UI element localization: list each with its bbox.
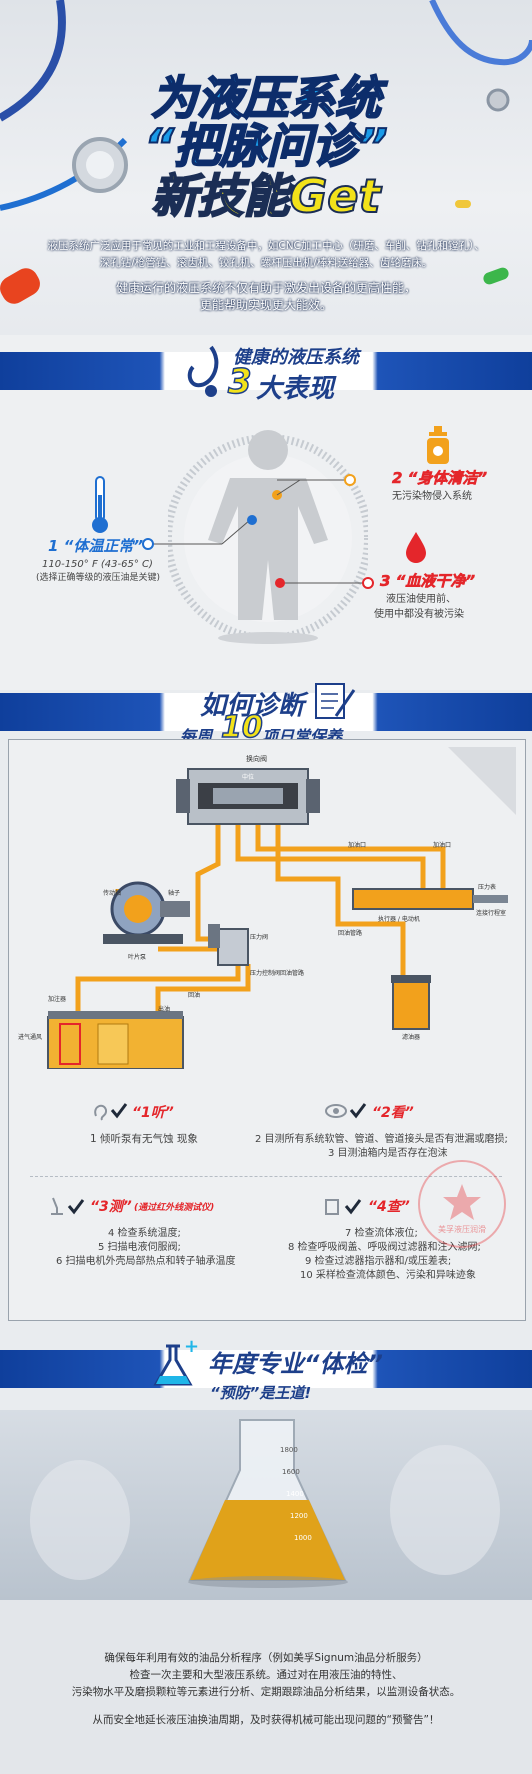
stethoscope-icon bbox=[187, 345, 219, 397]
flask-icon: + bbox=[153, 1338, 199, 1386]
thermometer-icon bbox=[92, 476, 108, 533]
flask-mark-4: 1000 bbox=[294, 1534, 312, 1542]
stethoscope-illustration bbox=[0, 0, 532, 304]
section1-title-line1: 健康的液压系统 bbox=[233, 347, 359, 368]
check2-label: “2看” bbox=[372, 1105, 414, 1121]
label-oil-in2: 加油口 bbox=[433, 841, 451, 849]
section3-body3: 污染物水平及磨损颗粒等元素进行分析、定期跟踪油品分析结果，以监测设备状态。 bbox=[71, 1686, 461, 1698]
section3-text-panel bbox=[0, 1600, 532, 1774]
flask-mark-3: 1200 bbox=[290, 1512, 308, 1520]
ear-check-icon bbox=[94, 1103, 128, 1121]
check4-desc3: 9 检查过滤器指示器和/或压差表; bbox=[305, 1256, 452, 1267]
eye-check-icon bbox=[325, 1103, 367, 1119]
section1-banner bbox=[0, 352, 532, 390]
label-neutral: 中位 bbox=[242, 773, 254, 781]
section3-body1: 确保每年利用有效的油品分析程序（例如美孚Signum油品分析服务） bbox=[104, 1652, 428, 1664]
hero-title-line3: 新技能Get bbox=[151, 168, 382, 224]
section3-title-line1: 年度专业“体检” bbox=[208, 1350, 383, 1378]
flask-illustration bbox=[30, 1419, 500, 1588]
stamp-text: 美孚液压润滑 bbox=[438, 1225, 486, 1234]
label-cylinder: 执行器 / 电动机 bbox=[378, 915, 420, 923]
label-pressure-valve: 压力阀 bbox=[250, 933, 268, 941]
section3-body2: 检查一次主要和大型液压系统。通过对在用液压油的特性、 bbox=[129, 1669, 403, 1681]
item1-label: 1 “体温正常” bbox=[48, 537, 143, 555]
section1-title-number: 3 bbox=[227, 361, 252, 403]
connector-lines bbox=[142, 474, 374, 589]
label-return2: 回油 bbox=[188, 991, 200, 999]
label-oil-in1: 加油口 bbox=[348, 841, 366, 849]
section2-title-line1: 如何诊断 bbox=[200, 691, 305, 721]
flask-mark-1: 1600 bbox=[282, 1468, 300, 1476]
check3-label: “3测” bbox=[90, 1199, 132, 1215]
hero-intro-line2: 深孔钻/枪管钻、滚齿机、铰孔机、螺杆压出机/棒料送给器、齿轮磨床。 bbox=[99, 257, 433, 269]
section1-title-line2: 大表现 bbox=[256, 374, 335, 404]
label-vent: 进气通风 bbox=[18, 1033, 42, 1041]
section3-title-line2: “预防”是王道! bbox=[210, 1384, 312, 1402]
check1-label: “1听” bbox=[132, 1105, 174, 1121]
flask-mark-2: 1400 bbox=[286, 1490, 304, 1498]
label-filter: 滤油器 bbox=[402, 1033, 420, 1041]
label-pressure-gauge: 压力表 bbox=[478, 883, 496, 891]
section3-banner bbox=[0, 1350, 532, 1388]
hero-title-line2: “把脉问诊” bbox=[143, 118, 388, 174]
label-relief2: 连接行程室 bbox=[476, 909, 506, 917]
item1-desc2: (选择正确等级的液压油是关键) bbox=[36, 573, 161, 583]
label-impeller: 叶片泵 bbox=[128, 953, 146, 961]
hero-intro-line3: 健康运行的液压系统不仅有助于激发出设备的更高性能， bbox=[115, 281, 416, 295]
item3-desc2: 使用中都没有被污染 bbox=[374, 609, 464, 620]
item2-desc1: 无污染物侵入系统 bbox=[392, 491, 472, 502]
label-pressure-line: 压力控制阀回油管路 bbox=[250, 969, 304, 977]
label-motor: 传动轴 bbox=[103, 889, 121, 897]
hero-section: 为液压系统 “把脉问诊” 新技能Get 液压系统广泛应用于常见的工业和工程设备中… bbox=[0, 0, 532, 335]
check4-desc4: 10 采样检查流体颜色、污染和异味迹象 bbox=[300, 1270, 476, 1281]
hero-intro-line4: 更能帮助实现更大能效。 bbox=[199, 298, 332, 312]
check4-desc1: 7 检查流体液位; bbox=[345, 1228, 418, 1239]
human-figure-illustration bbox=[168, 430, 368, 644]
blood-drop-icon bbox=[406, 532, 426, 563]
label-sight: 加注器 bbox=[48, 995, 66, 1003]
item3-label: 3 “血液干净” bbox=[380, 572, 476, 591]
check-divider bbox=[30, 1176, 502, 1177]
check1-desc1: 1 倾听泵有无气蚀 现象 bbox=[90, 1133, 198, 1145]
item2-label: 2 “身体清洁” bbox=[392, 469, 488, 488]
lab-check-icon bbox=[325, 1199, 362, 1215]
label-valve: 换向阀 bbox=[246, 754, 267, 763]
company-stamp: 美孚液压润滑 bbox=[418, 1160, 506, 1248]
svg-text:+: + bbox=[184, 1338, 199, 1357]
star-icon bbox=[443, 1184, 481, 1220]
soap-bottle-icon bbox=[427, 426, 449, 464]
section3-body4: 从而安全地延长液压油换油周期，及时获得机械可能出现问题的“预警告”！ bbox=[92, 1714, 440, 1726]
hero-intro-line1: 液压系统广泛应用于常见的工业和工程设备中，如CNC加工中心（研磨、车削、钻孔和镗… bbox=[47, 240, 485, 252]
item1-desc1: 110-150° F (43-65° C) bbox=[42, 559, 153, 570]
check3-desc1: 4 检查系统温度; bbox=[108, 1228, 181, 1239]
flask-mark-0: 1800 bbox=[280, 1446, 298, 1454]
label-return: 回油管路 bbox=[338, 929, 362, 937]
check2-desc2: 3 目测油箱内是否存在泡沫 bbox=[328, 1148, 448, 1159]
clipboard-icon bbox=[315, 683, 356, 719]
item3-desc1: 液压油使用前、 bbox=[386, 594, 456, 605]
check3-desc3: 6 扫描电机外壳局部热点和转子轴承温度 bbox=[56, 1256, 236, 1267]
label-shaft: 轴子 bbox=[168, 889, 180, 897]
check4-label: “4查” bbox=[368, 1199, 410, 1215]
microscope-check-icon bbox=[51, 1197, 85, 1215]
check3-desc2: 5 扫描电液伺服阀; bbox=[98, 1242, 181, 1253]
hero-title-line1: 为液压系统 bbox=[150, 70, 382, 126]
check3-sub: (通过红外线测试仪) bbox=[134, 1203, 215, 1213]
check4-desc2: 8 检查呼吸阀盖、呼吸阀过滤器和注入滤网; bbox=[288, 1242, 481, 1253]
label-outlet: 出油 bbox=[158, 1005, 170, 1013]
section2-banner bbox=[0, 693, 532, 731]
check2-desc1: 2 目测所有系统软管、管道、管道接头是否有泄漏或磨损; bbox=[255, 1134, 508, 1145]
hydraulic-schematic: 换向阀 中位 加油口 加油口 传动轴 轴子 叶片泵 压力阀 压力控制阀回油管路 … bbox=[18, 747, 516, 1069]
